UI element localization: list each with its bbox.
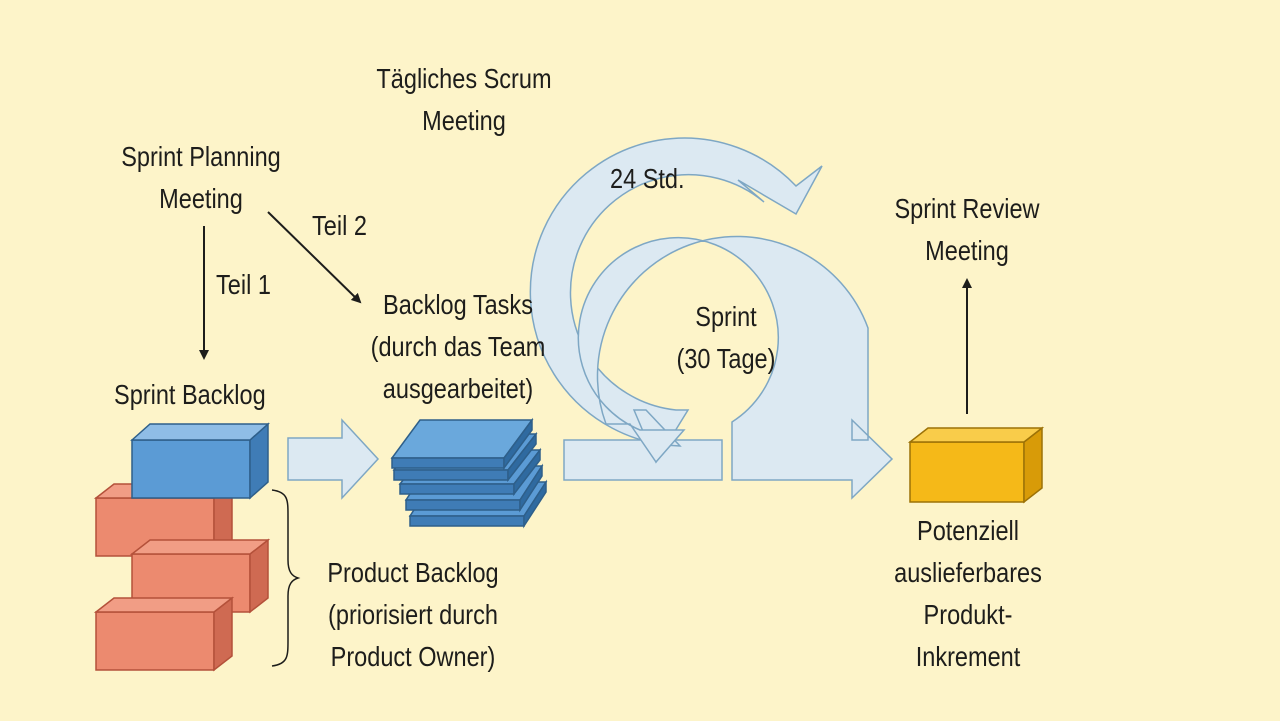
sprint-review-line-1: Sprint Review	[894, 193, 1040, 224]
product-backlog-line-1: Product Backlog	[327, 557, 499, 588]
brick	[129, 538, 271, 614]
product-backlog-line-2: (priorisiert durch	[328, 599, 498, 630]
increment-line-1: Potenziell	[917, 515, 1019, 546]
backlog-tasks-line-2: (durch das Team	[370, 331, 546, 362]
sprint-backlog-box	[130, 422, 270, 500]
product-backlog-label: Product Backlog (priorisiert durch Produ…	[318, 552, 508, 678]
product-backlog-line-3: Product Owner)	[330, 641, 496, 672]
daily-scrum-label: Tägliches Scrum Meeting	[372, 58, 557, 142]
daily-scrum-line-2: Meeting	[422, 105, 506, 136]
backlog-tasks-line-3: ausgearbeitet)	[382, 373, 534, 404]
increment-line-4: Inkrement	[915, 641, 1021, 672]
teil-1-label: Teil 1	[216, 269, 271, 300]
hours-label: 24 Std.	[610, 163, 685, 194]
sprint-planning-line-2: Meeting	[159, 183, 243, 214]
sprint-label: Sprint (30 Tage)	[659, 296, 793, 380]
product-backlog-bricks	[93, 482, 271, 672]
increment-box	[907, 426, 1045, 504]
sprint-review-label: Sprint Review Meeting	[879, 188, 1055, 272]
block-arrow-to-tasks	[287, 418, 380, 500]
backlog-tasks-label: Backlog Tasks (durch das Team ausgearbei…	[369, 284, 547, 410]
teil-2-arrow	[267, 211, 362, 304]
backlog-tasks-line-1: Backlog Tasks	[383, 289, 533, 320]
sprint-line-1: Sprint	[695, 301, 757, 332]
sprint-planning-label: Sprint Planning Meeting	[113, 136, 289, 220]
brick	[93, 596, 235, 672]
sprint-backlog-label: Sprint Backlog	[114, 379, 266, 410]
sprint-review-line-2: Meeting	[925, 235, 1009, 266]
backlog-tasks-stack	[390, 417, 548, 529]
daily-scrum-line-1: Tägliches Scrum	[376, 63, 552, 94]
sprint-cycle-arrow	[577, 235, 894, 500]
sprint-planning-line-1: Sprint Planning	[121, 141, 281, 172]
increment-line-3: Produkt-	[923, 599, 1013, 630]
increment-line-2: auslieferbares	[894, 557, 1042, 588]
sprint-line-2: (30 Tage)	[676, 343, 776, 374]
increment-label: Potenziell auslieferbares Produkt- Inkre…	[884, 510, 1052, 678]
teil-2-label: Teil 2	[312, 210, 367, 241]
product-backlog-brace	[271, 489, 301, 667]
block-arrow-to-sprint	[563, 439, 723, 481]
